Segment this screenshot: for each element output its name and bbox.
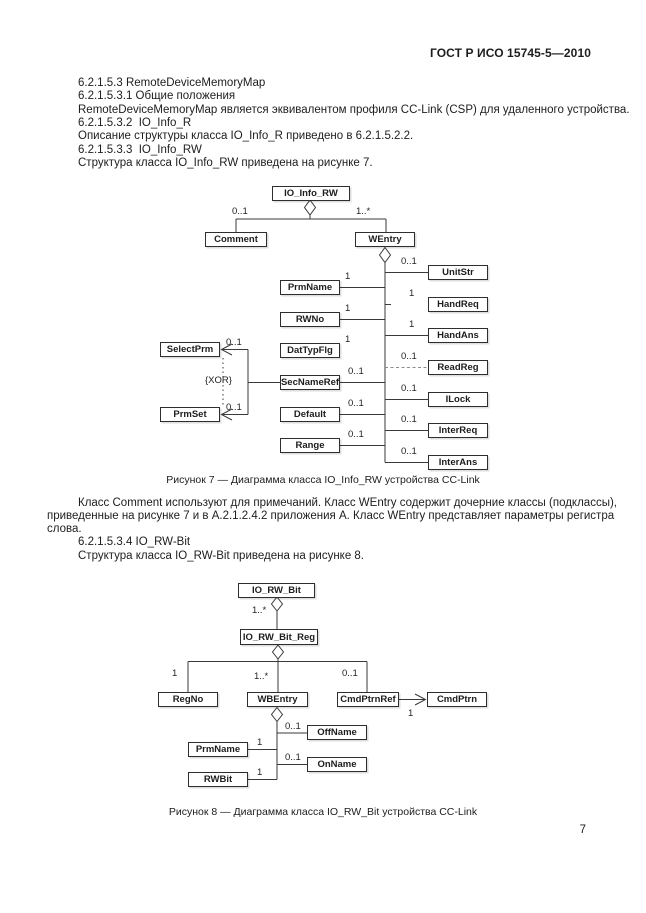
body-line: Структура класса IO_Info_RW приведена на… <box>78 157 373 169</box>
class-box-cmdptrn: CmdPtrn <box>427 692 487 707</box>
page-header: ГОСТ Р ИСО 15745-5—2010 <box>429 46 591 60</box>
class-box-wentry: WEntry <box>355 232 415 247</box>
multiplicity-label: 1..* <box>254 671 269 682</box>
figure8-caption: Рисунок 8 — Диаграмма класса IO_RW_Bit у… <box>168 806 478 818</box>
xor-constraint-label: {XOR} <box>205 375 232 386</box>
class-box-interans: InterAns <box>428 455 488 470</box>
open-arrowhead <box>220 343 233 356</box>
body-line: 6.2.1.5.3.2 IO_Info_R <box>78 117 192 129</box>
body-line: Описание структуры класса IO_Info_R прив… <box>78 130 414 143</box>
class-box-rwbit: RWBit <box>188 772 248 787</box>
fig8-connectors <box>187 596 427 780</box>
multiplicity-label: 0..1 <box>401 351 417 362</box>
multiplicity-label: 0..1 <box>285 752 301 763</box>
multiplicity-label: 0..1 <box>348 429 364 440</box>
class-box-handans: HandAns <box>428 328 488 343</box>
body-line: RemoteDeviceMemoryMap является эквивален… <box>78 103 630 116</box>
open-arrowhead <box>414 693 427 706</box>
class-box-interreq: InterReq <box>428 423 488 438</box>
multiplicity-label: 1 <box>257 767 263 778</box>
aggregation-diamond <box>270 596 284 612</box>
body-line: 6.2.1.5.3.1 Общие положения <box>78 90 236 103</box>
body-line: приведенные на рисунке 7 и в А.2.1.2.4.2… <box>47 509 615 522</box>
multiplicity-label: 0..1 <box>232 206 248 217</box>
aggregation-diamond <box>270 706 284 723</box>
class-box-io-info-rw: IO_Info_RW <box>272 186 350 201</box>
class-box-prmset: PrmSet <box>160 407 220 422</box>
multiplicity-label: 1..* <box>356 206 371 217</box>
class-box-handreq: HandReq <box>428 297 488 312</box>
multiplicity-label: 1 <box>409 319 415 330</box>
multiplicity-label: 0..1 <box>226 337 242 348</box>
multiplicity-label: 1 <box>409 288 415 299</box>
class-box-unitstr: UnitStr <box>428 265 488 280</box>
multiplicity-label: 0..1 <box>401 256 417 267</box>
class-box-prmname-bit: PrmName <box>188 742 248 757</box>
class-box-readreg: ReadReg <box>428 360 488 375</box>
multiplicity-label: 0..1 <box>401 414 417 425</box>
class-box-onname: OnName <box>307 757 367 772</box>
class-box-regno: RegNo <box>158 692 218 707</box>
multiplicity-label: 1 <box>257 737 263 748</box>
class-box-io-rw-bit-reg: IO_RW_Bit_Reg <box>240 629 318 645</box>
multiplicity-label: 1 <box>345 271 351 282</box>
page-number: 7 <box>579 824 586 836</box>
multiplicity-label: 0..1 <box>285 721 301 732</box>
class-box-selectprm: SelectPrm <box>160 342 220 357</box>
class-box-prmname: PrmName <box>280 280 340 295</box>
body-line: слова. <box>47 523 82 536</box>
multiplicity-label: 0..1 <box>348 366 364 377</box>
class-box-comment: Comment <box>205 232 267 247</box>
class-box-default: Default <box>280 407 340 422</box>
class-box-cmdptrnref: CmdPtrnRef <box>337 692 399 707</box>
multiplicity-label: 1 <box>408 708 414 719</box>
body-line: 6.2.1.5.3.4 IO_RW-Bit <box>78 536 191 549</box>
multiplicity-label: 0..1 <box>401 383 417 394</box>
multiplicity-label: 0..1 <box>226 402 242 413</box>
class-box-wbentry: WBEntry <box>247 692 308 707</box>
multiplicity-label: 1 <box>345 334 351 345</box>
class-box-range: Range <box>280 438 340 453</box>
body-line: Класс Comment используют для примечаний.… <box>78 496 617 509</box>
figure7-caption: Рисунок 7 — Диаграмма класса IO_Info_RW … <box>166 474 480 486</box>
multiplicity-label: 1 <box>172 668 178 679</box>
multiplicity-label: 0..1 <box>401 446 417 457</box>
multiplicity-label: 0..1 <box>348 398 364 409</box>
body-line: Структура класса IO_RW-Bit приведена на … <box>78 549 365 562</box>
class-box-ilock: ILock <box>428 392 488 407</box>
multiplicity-label: 0..1 <box>342 668 358 679</box>
body-line: 6.2.1.5.3.3 IO_Info_RW <box>78 143 202 156</box>
class-box-dattypflg: DatTypFlg <box>280 343 340 358</box>
aggregation-diamond <box>303 199 317 216</box>
class-box-rwno: RWNo <box>280 312 340 327</box>
aggregation-diamond <box>271 644 285 660</box>
class-box-offname: OffName <box>307 725 367 740</box>
open-arrowhead <box>220 408 233 421</box>
class-box-secnameref: SecNameRef <box>280 375 340 390</box>
class-box-io-rw-bit: IO_RW_Bit <box>238 583 315 598</box>
multiplicity-label: 1 <box>345 303 351 314</box>
fig7-connectors <box>220 199 428 463</box>
body-line: 6.2.1.5.3 RemoteDeviceMemoryMap <box>78 77 266 89</box>
aggregation-diamond <box>378 246 392 264</box>
multiplicity-label: 1..* <box>252 605 267 616</box>
